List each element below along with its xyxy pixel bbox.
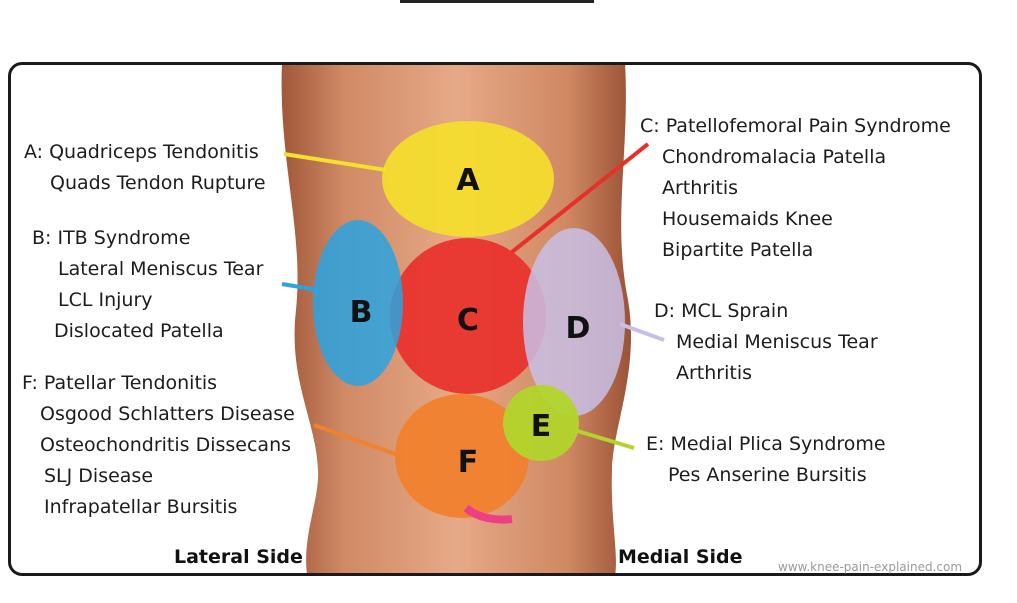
label-e: E: Medial Plica Syndrome Pes Anserine Bu… [646, 429, 886, 491]
label-e-title: E: Medial Plica Syndrome [646, 433, 886, 455]
label-c-cond-1: Chondromalacia Patella [662, 146, 887, 168]
label-b-cond-1: Lateral Meniscus Tear [58, 258, 264, 280]
zone-f[interactable] [395, 394, 529, 518]
label-d-title: D: MCL Sprain [654, 300, 789, 322]
top-rule [400, 0, 594, 3]
label-f-cond-3: SLJ Disease [44, 465, 154, 487]
label-d: D: MCL Sprain Medial Meniscus Tear Arthr… [654, 296, 878, 389]
zone-letter-e: E [531, 409, 552, 444]
label-b-title: B: ITB Syndrome [32, 227, 191, 249]
label-f-cond-4: Infrapatellar Bursitis [44, 496, 238, 518]
label-f-cond-2: Osteochondritis Dissecans [40, 434, 292, 456]
zone-d[interactable] [523, 228, 625, 416]
label-f-title: F: Patellar Tendonitis [22, 372, 218, 394]
lateral-side-label: Lateral Side [174, 546, 303, 568]
label-d-cond-2: Arthritis [676, 362, 753, 384]
leader-line-c [510, 142, 650, 254]
zone-letter-d: D [566, 311, 591, 346]
label-b-cond-2: LCL Injury [58, 289, 153, 311]
medial-side-label: Medial Side [618, 546, 743, 568]
zone-letter-a: A [456, 163, 480, 198]
label-a: A: Quadriceps Tendonitis Quads Tendon Ru… [24, 137, 266, 199]
zone-letter-b: B [350, 295, 373, 330]
leader-line-b [281, 282, 319, 292]
zone-letter-c: C [457, 303, 479, 338]
leader-line-e [573, 428, 635, 450]
zone-c[interactable] [390, 238, 546, 394]
zone-letter-f: F [458, 445, 479, 480]
label-c-cond-2: Arthritis [662, 177, 739, 199]
label-c-title: C: Patellofemoral Pain Syndrome [640, 115, 951, 137]
label-f: F: Patellar Tendonitis Osgood Schlatters… [22, 368, 295, 523]
zone-e[interactable] [503, 385, 579, 461]
label-d-cond-1: Medial Meniscus Tear [676, 331, 878, 353]
label-c-cond-3: Housemaids Knee [662, 208, 833, 230]
label-e-cond-1: Pes Anserine Bursitis [668, 464, 867, 486]
label-c: C: Patellofemoral Pain Syndrome Chondrom… [640, 111, 951, 266]
zone-a[interactable] [382, 121, 554, 237]
label-a-cond-1: Quads Tendon Rupture [50, 172, 266, 194]
credit-text: www.knee-pain-explained.com [778, 560, 963, 574]
label-f-cond-1: Osgood Schlatters Disease [40, 403, 295, 425]
label-b: B: ITB Syndrome Lateral Meniscus Tear LC… [32, 223, 263, 347]
leader-line-f [313, 423, 399, 457]
label-a-title: A: Quadriceps Tendonitis [24, 141, 259, 163]
leader-line-a [283, 152, 387, 172]
tendon-mark [463, 504, 513, 524]
label-b-cond-3: Dislocated Patella [54, 320, 224, 342]
label-c-cond-4: Bipartite Patella [662, 239, 814, 261]
leader-line-d [619, 322, 665, 342]
zone-b[interactable] [313, 220, 403, 386]
